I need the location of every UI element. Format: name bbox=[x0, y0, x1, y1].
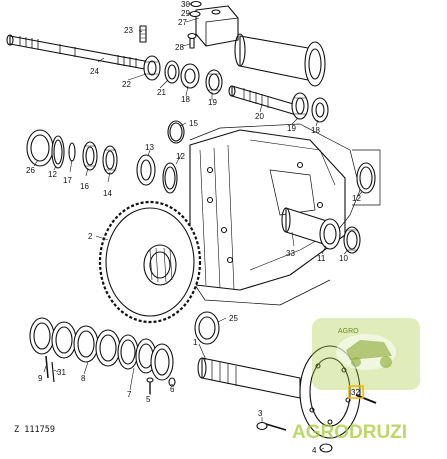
callout-21: 21 bbox=[157, 88, 166, 97]
callout-11: 11 bbox=[317, 254, 326, 263]
cover-bracket-27 bbox=[195, 5, 239, 47]
callout-12-right: 12 bbox=[352, 194, 361, 203]
clutch-disc-stack bbox=[29, 317, 174, 381]
ring-21 bbox=[164, 60, 180, 84]
callout-27: 27 bbox=[178, 18, 187, 27]
callout-31: 31 bbox=[57, 368, 66, 377]
screw-5 bbox=[146, 377, 154, 394]
callout-28: 28 bbox=[175, 43, 184, 52]
callout-20: 20 bbox=[255, 112, 264, 121]
trumpet-housing bbox=[234, 33, 326, 87]
snap-ring-12-mid bbox=[162, 162, 178, 194]
gearbox-housing bbox=[189, 129, 346, 291]
callout-5: 5 bbox=[146, 395, 151, 404]
callout-12-mid: 12 bbox=[176, 152, 185, 161]
bearing-11 bbox=[319, 218, 341, 250]
bearing-19-right bbox=[291, 92, 309, 120]
snap-ring-12-left bbox=[51, 135, 65, 169]
callout-10: 10 bbox=[339, 254, 348, 263]
callout-26: 26 bbox=[26, 166, 35, 175]
watermark bbox=[312, 318, 420, 390]
nut-30 bbox=[190, 0, 202, 8]
pin-9 bbox=[45, 355, 49, 379]
callout-32: 32 bbox=[351, 388, 360, 397]
bolt-28 bbox=[187, 32, 197, 49]
callout-18-right: 18 bbox=[311, 126, 320, 135]
callout-13: 13 bbox=[145, 143, 154, 152]
callout-25: 25 bbox=[229, 314, 238, 323]
washer-29 bbox=[189, 10, 201, 18]
bearing-22 bbox=[143, 55, 161, 81]
callout-30: 30 bbox=[181, 0, 190, 9]
seal-26 bbox=[26, 129, 54, 167]
callout-12-left: 12 bbox=[48, 170, 57, 179]
pin-31 bbox=[51, 361, 55, 383]
callout-16: 16 bbox=[80, 182, 89, 191]
callout-33: 33 bbox=[286, 249, 295, 258]
bearing-18-right bbox=[311, 97, 329, 123]
callout-2: 2 bbox=[88, 232, 93, 241]
assembly-lines bbox=[189, 123, 381, 306]
callout-23: 23 bbox=[124, 26, 133, 35]
ring-13 bbox=[136, 154, 156, 186]
bearing-16 bbox=[82, 141, 98, 171]
callout-3: 3 bbox=[258, 409, 263, 418]
spur-gear-2 bbox=[98, 200, 202, 324]
bearing-10 bbox=[343, 226, 361, 254]
seal-25 bbox=[194, 311, 220, 345]
callout-18-top: 18 bbox=[181, 95, 190, 104]
bearing-19-top bbox=[205, 69, 223, 95]
washer-6 bbox=[168, 377, 176, 387]
highlight-box-32 bbox=[348, 385, 364, 399]
figure-id: Z 111759 bbox=[14, 425, 55, 435]
watermark-top-text: AGRO bbox=[338, 328, 359, 335]
axle-shaft-1 bbox=[197, 357, 301, 399]
circlip-15 bbox=[167, 120, 185, 144]
watermark-brand: AGRODRUZI bbox=[292, 422, 407, 443]
callout-29: 29 bbox=[181, 9, 190, 18]
pinion-shaft-20 bbox=[228, 85, 301, 117]
nut-4 bbox=[319, 443, 333, 453]
callout-7: 7 bbox=[127, 390, 132, 399]
bearing-18-top bbox=[180, 63, 200, 89]
hub-flange bbox=[299, 345, 361, 439]
bolt-3 bbox=[256, 421, 287, 431]
callout-24: 24 bbox=[90, 67, 99, 76]
callout-6: 6 bbox=[170, 385, 175, 394]
callout-14: 14 bbox=[103, 189, 112, 198]
leader-lines bbox=[33, 3, 363, 451]
callout-4: 4 bbox=[312, 446, 317, 455]
stud-32 bbox=[355, 394, 377, 404]
snap-ring-12-right bbox=[356, 162, 376, 194]
callout-22: 22 bbox=[122, 80, 131, 89]
bearing-14 bbox=[102, 145, 118, 175]
shaft-24 bbox=[6, 34, 151, 71]
callout-15: 15 bbox=[189, 119, 198, 128]
callout-8: 8 bbox=[81, 374, 86, 383]
callout-17: 17 bbox=[63, 176, 72, 185]
callout-1: 1 bbox=[193, 338, 198, 347]
callout-19-right: 19 bbox=[287, 124, 296, 133]
spacer-17 bbox=[68, 142, 76, 162]
callout-19-top: 19 bbox=[208, 98, 217, 107]
pin-23 bbox=[139, 25, 147, 43]
callout-9: 9 bbox=[38, 374, 43, 383]
